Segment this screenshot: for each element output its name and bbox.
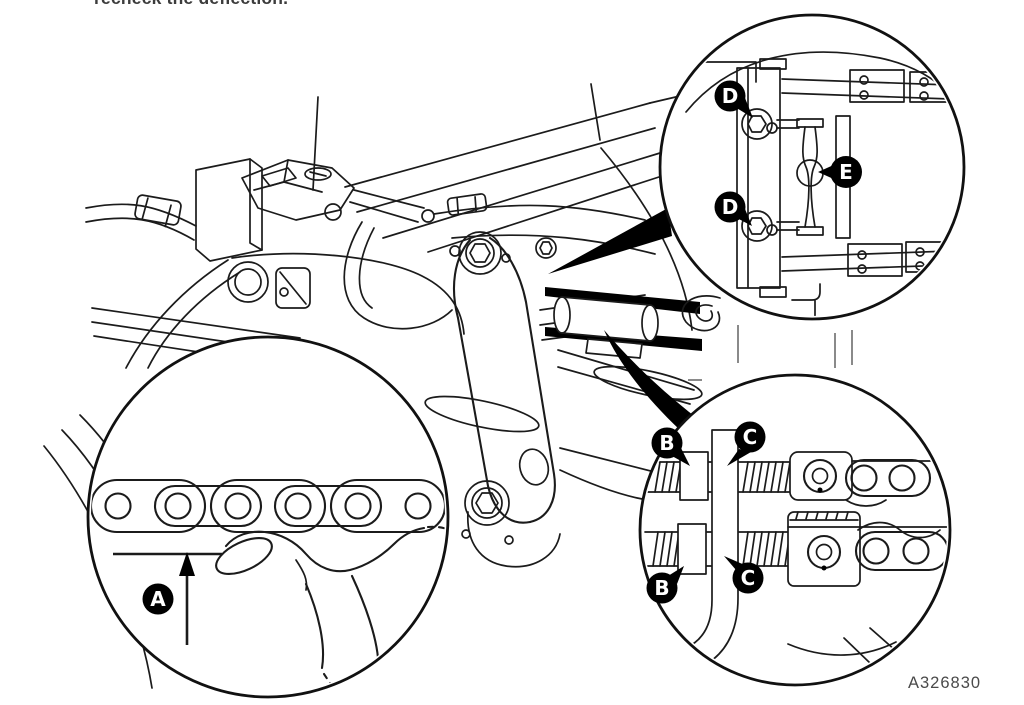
caption-text: recheck the deflection.: [94, 0, 288, 8]
left-hoses: [85, 194, 197, 241]
callout-letter-e: E: [839, 160, 853, 184]
caption-clipped: recheck the deflection.: [94, 0, 514, 8]
pointer-wedge-upper: [548, 208, 672, 274]
detail-view-chain-adjusters: B C B C: [638, 373, 952, 687]
callout-badge-c-bottom: C: [724, 556, 764, 594]
callout-badge-b-top: B: [651, 427, 690, 466]
master-cylinder: [241, 159, 656, 259]
locator-ticks: [688, 325, 853, 381]
adjuster-bolt-upper: [741, 108, 800, 140]
adjuster-rod-bottom: [644, 511, 947, 587]
callout-letter-c-top: C: [743, 425, 758, 449]
callout-letter-b-bottom: B: [654, 576, 669, 600]
callout-badge-d-lower: D: [714, 191, 752, 226]
figure-code: A326830: [908, 674, 981, 692]
frame-rails: [312, 83, 698, 331]
deflection-measurement: [113, 552, 222, 645]
adjuster-bolt-lower: [741, 210, 800, 242]
detail-view-chain-deflection: A: [86, 335, 450, 699]
callout-badge-a: A: [142, 583, 174, 615]
detail-view-adjuster-bracket: D D E: [658, 13, 966, 321]
cable-curl: [681, 295, 721, 332]
callout-letter-a: A: [150, 587, 166, 611]
chain-links: [91, 478, 445, 534]
pointer-wedge-lower: [604, 330, 702, 430]
callout-letter-d-lower: D: [722, 195, 739, 219]
brake-hose: [343, 221, 453, 330]
callout-letter-b-top: B: [659, 431, 674, 455]
callout-letter-d-upper: D: [722, 84, 739, 108]
callout-badge-e: E: [818, 156, 862, 188]
chain-silhouette: [545, 287, 702, 359]
callout-badge-d-upper: D: [714, 80, 753, 118]
callout-badge-c-top: C: [727, 421, 766, 466]
reservoir-box: [195, 158, 297, 262]
callout-badge-b-bottom: B: [646, 566, 684, 604]
suspension-link-arm: [449, 231, 561, 568]
callout-letter-c-bottom: C: [741, 566, 756, 590]
